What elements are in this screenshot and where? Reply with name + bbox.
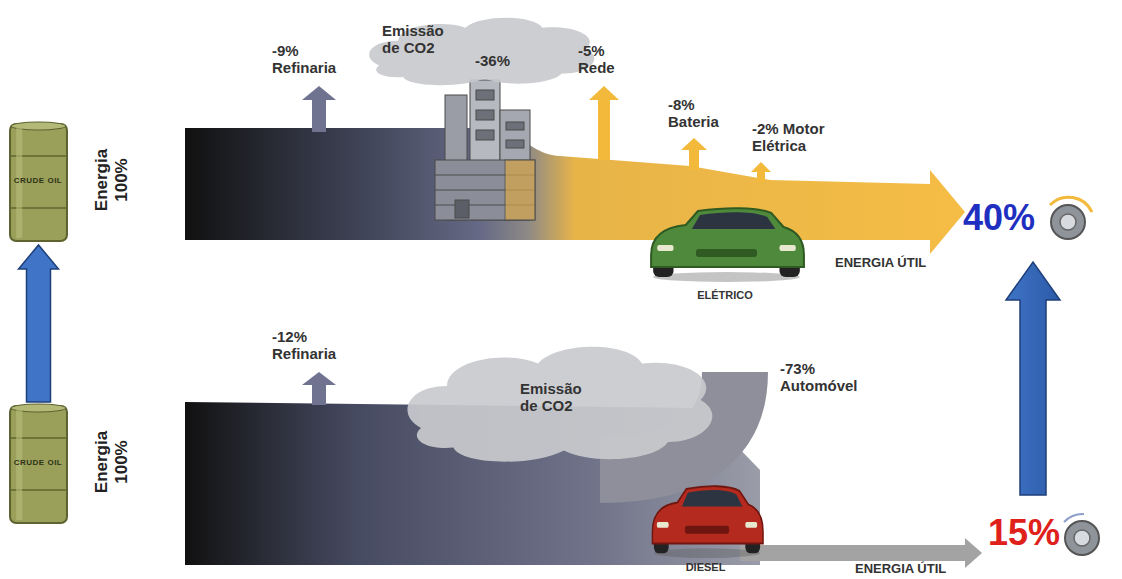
loss-arrow — [589, 86, 771, 182]
energy-band — [185, 128, 965, 254]
node-text: CRUDE OIL — [10, 176, 66, 185]
oil-barrel: CRUDE OIL — [8, 402, 69, 527]
loss-label: -8% Bateria — [668, 96, 719, 131]
loss-arrow — [302, 372, 336, 405]
node-text: Emissão de CO2 — [382, 22, 444, 57]
axis-label: Energia 100% — [92, 149, 131, 211]
efficiency-value: 15% — [988, 515, 1060, 551]
axis-label: Energia 100% — [92, 431, 131, 493]
node-value: -36% — [475, 52, 510, 69]
node-text: Emissão de CO2 — [520, 380, 582, 415]
efficiency-value: 40% — [963, 200, 1035, 236]
loss-label: -12% Refinaria — [272, 328, 336, 363]
output-label: ENERGIA ÚTIL — [835, 256, 926, 271]
loss-label: -5% Rede — [578, 42, 615, 77]
loss-arrow — [302, 86, 336, 132]
node-text: ELÉTRICO — [645, 289, 805, 302]
comparison-arrow — [1006, 262, 1060, 495]
block-arrow — [19, 245, 59, 402]
wheel-icon — [1064, 514, 1099, 555]
car-drawing — [648, 483, 766, 559]
co2-cloud: Emissão de CO2 -36% — [360, 8, 600, 90]
power-plant — [435, 80, 535, 220]
loss-label: -2% Motor Elétrica — [752, 120, 852, 155]
diesel-car: DIESEL — [648, 483, 766, 577]
wheel-icon — [1050, 197, 1092, 239]
loss-label: -9% Refinaria — [272, 42, 336, 77]
electric-car: ELÉTRICO — [645, 205, 808, 307]
output-label: ENERGIA ÚTIL — [855, 562, 946, 577]
loss-label: -73% Automóvel — [780, 360, 858, 395]
node-text: DIESEL — [648, 561, 763, 574]
node-text: CRUDE OIL — [10, 458, 66, 467]
car-drawing — [645, 205, 808, 283]
oil-barrel: CRUDE OIL — [8, 120, 69, 245]
co2-cloud: Emissão de CO2 — [395, 330, 720, 470]
